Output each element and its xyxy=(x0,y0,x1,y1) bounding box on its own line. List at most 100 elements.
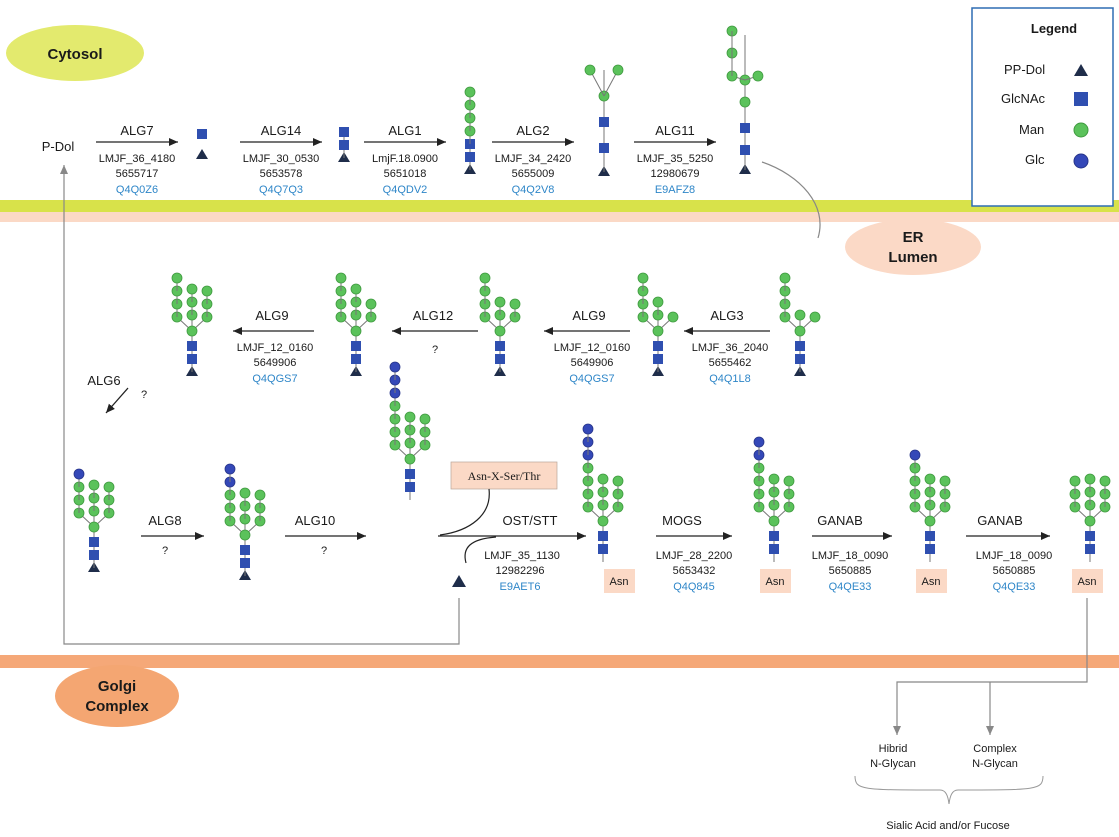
num-ost: 12982296 xyxy=(496,565,545,577)
er-lumen-ellipse xyxy=(845,219,981,275)
num-alg7: 5655717 xyxy=(116,168,159,180)
output-brace xyxy=(854,775,1044,805)
glcnac-square xyxy=(339,127,349,137)
glcnac-square xyxy=(495,341,505,351)
num-ganab-b: 5650885 xyxy=(993,565,1036,577)
legend-man-label: Man xyxy=(1019,122,1044,137)
unknown-alg8: ? xyxy=(162,545,168,557)
glc-circle xyxy=(753,436,765,448)
enzyme-ost: OST/STT xyxy=(503,513,558,528)
square-icon xyxy=(1074,92,1088,106)
enzyme-alg6: ALG6 xyxy=(87,373,120,388)
complex-label-2: N-Glycan xyxy=(972,758,1018,770)
man-circle xyxy=(752,70,764,82)
unknown-alg10: ? xyxy=(321,545,327,557)
enzyme-alg7: ALG7 xyxy=(120,123,153,138)
glcnac-square xyxy=(1085,544,1095,554)
man-circle xyxy=(652,325,664,337)
asn-label-2: Asn xyxy=(766,576,785,588)
man-circle xyxy=(239,487,251,499)
legend-ppdol-label: PP-Dol xyxy=(1004,62,1045,77)
glcnac-square xyxy=(653,341,663,351)
glcnac-square xyxy=(187,341,197,351)
sequon-box xyxy=(450,461,558,490)
glcnac-square xyxy=(1085,531,1095,541)
man-circle xyxy=(794,325,806,337)
num-mogs: 5653432 xyxy=(673,565,716,577)
uniprot-alg2: Q4Q2V8 xyxy=(512,184,555,196)
gene-ost: LMJF_35_1130 xyxy=(484,550,560,562)
glcnac-square xyxy=(769,544,779,554)
man-circle xyxy=(186,325,198,337)
gene-ganab-a: LMJF_18_0090 xyxy=(812,550,888,562)
man-circle xyxy=(186,283,198,295)
ost-curve-in xyxy=(439,488,490,536)
glcnac-square xyxy=(351,341,361,351)
glcnac-square xyxy=(769,531,779,541)
man-circle xyxy=(88,479,100,491)
man-circle xyxy=(783,475,795,487)
glcnac-square xyxy=(405,469,415,479)
glc-circle xyxy=(224,463,236,475)
arrow-alg6 xyxy=(105,387,129,414)
enzyme-alg12: ALG12 xyxy=(413,308,453,323)
enzyme-ganab-b: GANAB xyxy=(977,513,1023,528)
golgi-complex-label: Complex xyxy=(85,698,149,715)
glc-circle xyxy=(389,361,401,373)
enzyme-alg14: ALG14 xyxy=(261,123,301,138)
man-circle xyxy=(464,86,476,98)
glcnac-square xyxy=(740,123,750,133)
glcnac-square xyxy=(89,550,99,560)
triangle-icon xyxy=(1074,64,1088,76)
man-circle xyxy=(201,285,213,297)
num-alg14: 5653578 xyxy=(260,168,303,180)
glcnac-square xyxy=(187,354,197,364)
man-circle xyxy=(1084,515,1096,527)
uniprot-alg14: Q4Q7Q3 xyxy=(259,184,303,196)
final-label: Sialic Acid and/or Fucose xyxy=(886,820,1010,832)
man-circle xyxy=(667,311,679,323)
gene-alg11: LMJF_35_5250 xyxy=(637,153,713,165)
num-alg3: 5655462 xyxy=(709,357,752,369)
enzyme-alg2: ALG2 xyxy=(516,123,549,138)
man-circle xyxy=(419,413,431,425)
man-circle xyxy=(924,473,936,485)
glcnac-square xyxy=(465,152,475,162)
gene-alg7: LMJF_36_4180 xyxy=(99,153,175,165)
man-circle xyxy=(335,272,347,284)
asn-box-3 xyxy=(916,569,947,593)
golgi-label: Golgi xyxy=(98,678,136,695)
man-circle xyxy=(404,453,416,465)
num-alg9-a: 5649906 xyxy=(571,357,614,369)
asn-label-4: Asn xyxy=(1078,576,1097,588)
pdol-label: P-Dol xyxy=(42,139,75,154)
man-circle xyxy=(171,272,183,284)
glcnac-square xyxy=(598,531,608,541)
glcnac-square xyxy=(197,129,207,139)
glcnac-square xyxy=(598,544,608,554)
man-circle xyxy=(239,529,251,541)
uniprot-mogs: Q4Q845 xyxy=(673,581,715,593)
man-circle xyxy=(494,296,506,308)
man-circle xyxy=(939,475,951,487)
man-circle xyxy=(597,473,609,485)
man-circle xyxy=(768,515,780,527)
hybrid-label-1: Hibrid xyxy=(879,743,908,755)
man-circle xyxy=(637,272,649,284)
uniprot-alg9-a: Q4QGS7 xyxy=(569,373,614,385)
uniprot-ost: E9AET6 xyxy=(500,581,541,593)
man-circle xyxy=(350,283,362,295)
golgi-ellipse xyxy=(55,665,179,727)
complex-label-1: Complex xyxy=(973,743,1017,755)
glcnac-square xyxy=(599,143,609,153)
gene-mogs: LMJF_28_2200 xyxy=(656,550,732,562)
man-circle xyxy=(1069,475,1081,487)
cytosol-label: Cytosol xyxy=(47,46,102,63)
num-alg2: 5655009 xyxy=(512,168,555,180)
man-circle xyxy=(404,411,416,423)
glcnac-square xyxy=(795,341,805,351)
man-circle xyxy=(350,325,362,337)
uniprot-alg3: Q4Q1L8 xyxy=(709,373,751,385)
legend-glcnac-label: GlcNAc xyxy=(1001,91,1046,106)
glycan-structures xyxy=(73,25,1111,580)
